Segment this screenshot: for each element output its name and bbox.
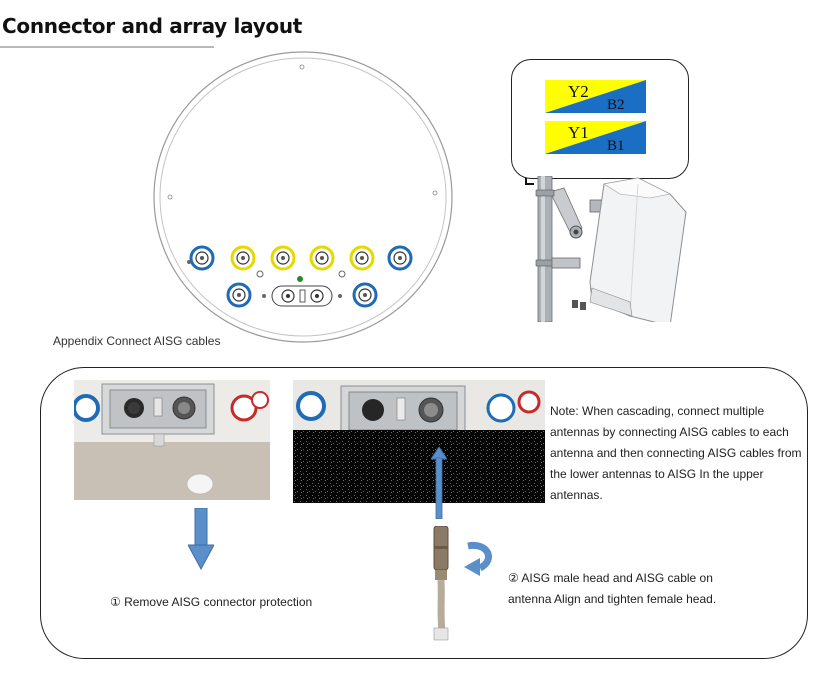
rotate-arrow-icon [464, 541, 492, 576]
photo-connector-protection [74, 380, 270, 500]
arrow-up-icon [431, 447, 447, 519]
y1-text: Y1 [568, 123, 589, 142]
y2-b2-label: Y2 B2 [545, 80, 646, 113]
cascading-note: Note: When cascading, connect multiple a… [550, 404, 802, 502]
port-row-top [189, 245, 413, 271]
port-row-bottom [226, 282, 378, 308]
title-underline [0, 46, 214, 48]
page-title: Connector and array layout [2, 14, 303, 38]
label-box: Y2 B2 Y1 B1 [511, 59, 689, 179]
photo-aisg-connectors [293, 380, 545, 503]
y2-text: Y2 [568, 82, 589, 101]
step1-instruction: ① Remove AISG connector protection [110, 595, 313, 609]
b2-text: B2 [607, 97, 625, 113]
antenna-bottom-view [153, 51, 453, 343]
aisg-cable-icon [433, 526, 449, 641]
y1-b1-label: Y1 B1 [545, 121, 646, 154]
b1-text: B1 [607, 138, 625, 154]
figure-caption: Appendix Connect AISG cables [53, 334, 221, 348]
pole-mounted-antenna [525, 176, 687, 322]
step2-instruction: ② AISG male head and AISG cable on anten… [508, 571, 717, 606]
arrow-down-icon [188, 508, 214, 570]
